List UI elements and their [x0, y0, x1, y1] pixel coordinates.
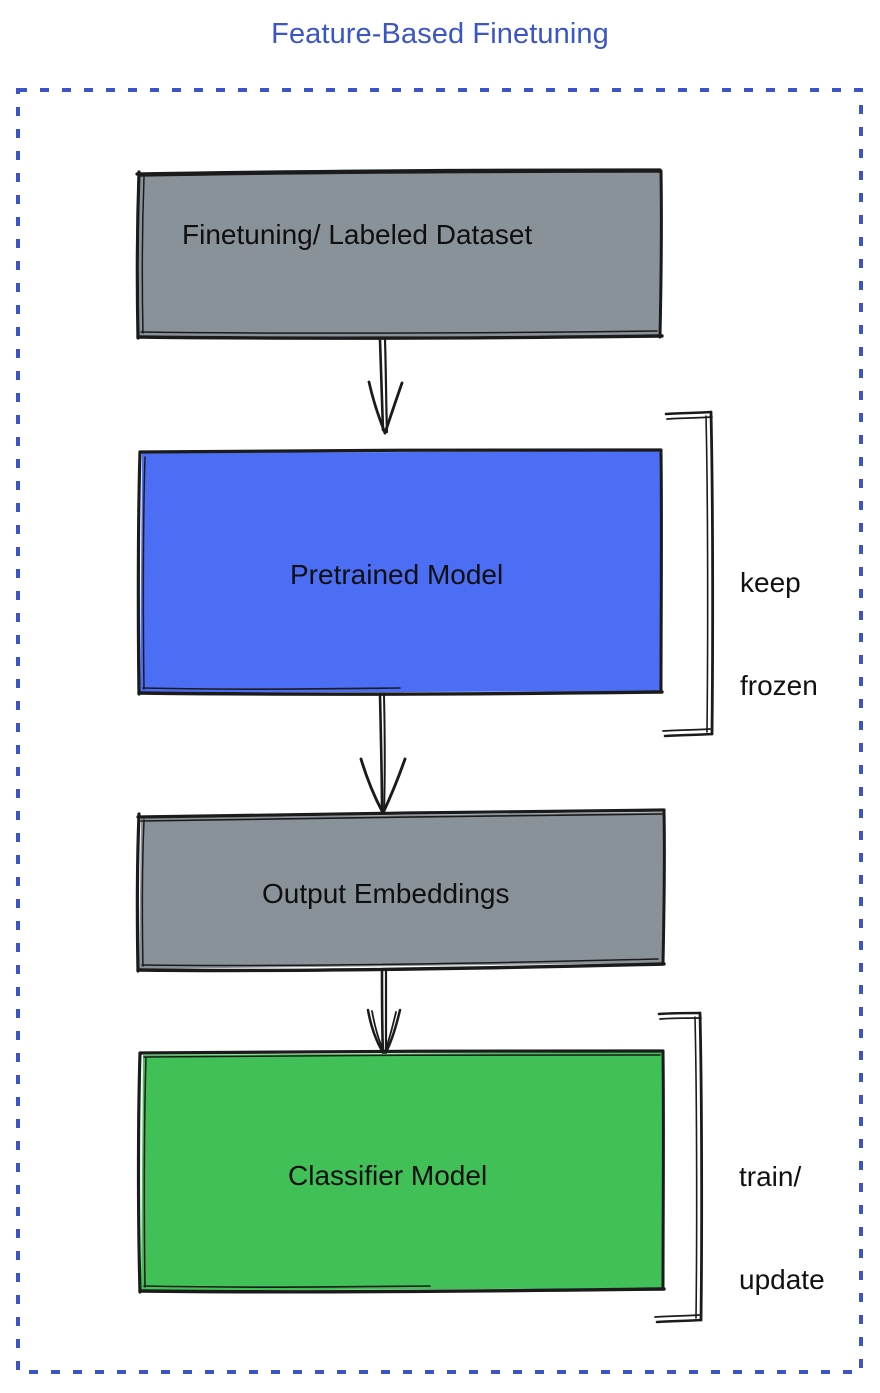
node-label-embeddings: Output Embeddings — [262, 878, 510, 909]
node-pretrained-edge-left — [136, 450, 142, 696]
node-embeddings-fill — [139, 812, 664, 969]
node-embeddings-edge-top — [136, 808, 666, 819]
node-embeddings-edge-left2 — [141, 819, 145, 967]
node-dataset-edge-left — [135, 170, 141, 340]
annotation-train-update: train/ update — [739, 1092, 825, 1331]
node-pretrained-fill — [140, 451, 661, 693]
node-classifier-edge-bottom — [138, 1287, 666, 1294]
bracket-train-update — [654, 1011, 704, 1324]
node-pretrained-edge-left2 — [142, 456, 146, 690]
node-embeddings-edge-right — [661, 809, 666, 966]
node-embeddings-edge-bottom — [136, 962, 666, 973]
node-dataset-edge-bottom — [136, 334, 664, 340]
node-dataset-fill — [138, 171, 661, 338]
node-pretrained-edge-bottom — [137, 690, 664, 696]
page-title: Feature-Based Finetuning — [271, 18, 609, 50]
arrow-embeddings-to-classifier — [366, 969, 402, 1056]
node-pretrained-edge-bottom2 — [142, 687, 401, 690]
node-embeddings-edge-bottom2 — [141, 958, 659, 967]
annotation-keep-frozen: keep frozen — [740, 498, 818, 737]
node-label-pretrained: Pretrained Model — [290, 559, 504, 590]
node-dataset-edge-right — [658, 169, 663, 339]
annotation-keep-frozen-line-1: keep — [740, 567, 801, 599]
arrow-pretrained-to-embeddings — [359, 693, 407, 815]
dashed-border-path — [16, 88, 863, 1374]
arrow-dataset-to-pretrained — [367, 338, 404, 435]
node-pretrained[interactable] — [136, 448, 664, 696]
node-classifier-edge-top2 — [143, 1054, 661, 1058]
node-classifier[interactable] — [136, 1049, 666, 1294]
node-pretrained-edge-top — [138, 448, 663, 454]
annotation-train-update-line-1: train/ — [739, 1161, 802, 1193]
node-classifier-edge-left — [136, 1051, 142, 1294]
node-dataset[interactable] — [135, 168, 664, 340]
node-classifier-edge-top — [139, 1049, 665, 1055]
node-embeddings[interactable] — [135, 808, 666, 973]
node-dataset-edge-top2 — [138, 171, 662, 177]
dashed-container — [16, 88, 863, 1374]
node-label-classifier: Classifier Model — [288, 1160, 488, 1191]
node-embeddings-edge-top2 — [140, 813, 663, 822]
node-embeddings-edge-left — [135, 812, 141, 973]
annotation-train-update-line-2: update — [739, 1263, 825, 1295]
annotation-keep-frozen-line-2: frozen — [740, 669, 818, 701]
node-dataset-edge-top — [135, 168, 662, 176]
node-dataset-edge-bottom2 — [140, 330, 658, 334]
node-classifier-edge-left2 — [143, 1057, 147, 1288]
node-classifier-fill — [141, 1052, 663, 1291]
node-classifier-edge-bottom2 — [143, 1285, 431, 1288]
node-label-dataset: Finetuning/ Labeled Dataset — [182, 219, 533, 250]
bracket-keep-frozen — [662, 410, 715, 738]
node-dataset-edge-left2 — [141, 176, 145, 334]
